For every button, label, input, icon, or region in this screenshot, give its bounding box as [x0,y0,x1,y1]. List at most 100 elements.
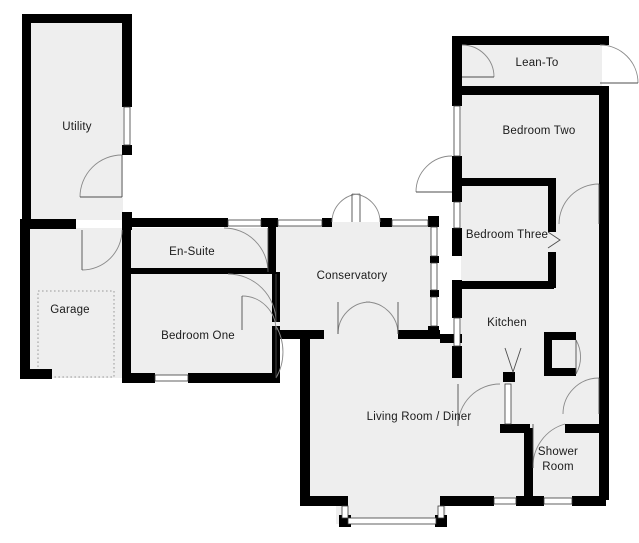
door-conservatory-north-left-arc [331,193,361,223]
room-fill-kitchen [461,280,606,378]
wall-shower-top [565,424,609,433]
room-fills [30,22,606,524]
windows [123,105,573,525]
wall-garage-bottom [20,369,52,379]
room-fill-living-room-ext [440,430,530,501]
wall-living-bottom-mid [440,496,494,506]
door-kitchen-notch [504,347,522,374]
door-ensuite-arc [223,227,269,273]
wall-kitchen-recess-left [544,332,552,376]
room-fill-bedroom-two [461,86,606,184]
wall-living-bottom-left [300,496,348,506]
wall-utility-right-lower [122,145,132,155]
window-conservatory-east-1 [430,226,438,257]
window-shower-south [543,497,573,505]
wall-ensuite-right [268,227,276,272]
wall-leanto-bottom [461,86,606,95]
wall-kitchen-bottom [503,372,515,382]
door-hallway-east-arc [562,377,600,415]
window-bedroom-three-west [453,201,461,229]
room-fill-bedroom-one [128,273,280,378]
window-bay-side-right [437,505,445,519]
room-labels: Utility Garage En-Suite Bedroom One Cons… [50,57,578,473]
door-bedroom-one-arc [227,273,277,323]
wall-conservatory-corner-ne [428,216,439,227]
door-bedroom-three-arc [558,183,600,225]
door-conservatory-west-arc [241,295,277,331]
window-living-south-1 [493,497,517,505]
wall-right-inner-west-e [452,346,462,378]
label-living-room: Living Room / Diner [367,411,472,423]
window-bay-front [347,517,437,525]
door-conservatory-north-right-arc [351,193,381,223]
door-hallway-living-arc [457,383,501,427]
wall-utility-top [22,14,132,23]
wall-right-inner-west-a [452,36,462,106]
wall-bed3-east-upper [548,178,556,232]
wall-living-bottom-right1 [516,496,544,506]
wall-shower-left [524,428,533,500]
door-leanto-west-arc [461,44,495,78]
label-kitchen: Kitchen [487,317,527,329]
door-leanto-east-arc [599,44,639,84]
wall-garage-top [20,219,76,229]
window-conservatory-east-3 [430,296,438,327]
wall-hallway-bottom-left [500,424,530,433]
wall-leanto-top [461,36,609,45]
window-bedroom-two-west [453,105,461,157]
wall-bedroom-one-bottom-left [122,373,155,383]
wall-right-inner-west-c [452,228,462,256]
door-conservatory-south-right-arc [365,301,399,335]
wall-living-left [300,334,310,506]
wall-utility-right-upper [122,14,132,107]
wall-right-outer-east [599,86,609,500]
wall-bedroom-one-bottom-right [188,373,280,383]
door-bedroom-two-arc [415,155,453,193]
room-fill-lean-to [461,38,602,86]
room-fill-garage [30,228,122,378]
wall-ensuite-top-pier [261,218,278,227]
wall-living-bottom-right2 [572,496,606,506]
window-kitchen-west [453,317,461,347]
wall-conservatory-bottom-right [398,330,440,339]
door-hall-utility-arc [81,229,123,271]
wall-ensuite-divider [128,268,273,274]
label-bedroom-two: Bedroom Two [503,125,576,137]
garage-dashed-outline [37,290,115,378]
wall-living-top-right [440,334,462,343]
window-ensuite-top [227,219,262,227]
wall-conservatory-top-left [322,218,332,227]
wall-ensuite-top [122,218,228,227]
wall-bed2-bed3-divider [461,178,554,186]
wall-kitchen-recess-top [544,332,576,340]
wall-conservatory-right-mid2 [430,290,439,297]
door-bedroom-three-notch [547,231,561,249]
door-bedroom-one-hall-arc [275,325,284,379]
label-shower-room-line1: Shower [538,446,578,458]
label-shower-room-line2: Room [542,461,573,473]
room-fill-hallway [461,378,606,430]
label-utility: Utility [62,121,92,133]
door-kitchen-cupboard-arc [575,339,582,375]
wall-right-inner-west-b [452,156,462,202]
walls [20,14,609,527]
room-fill-bedroom-three [461,184,606,280]
doors [79,44,639,469]
door-utility-arc [79,154,123,198]
window-conservatory-top-left [277,219,323,227]
wall-conservatory-top-right [380,218,392,227]
label-bedroom-three: Bedroom Three [466,229,548,241]
window-bay-side-left [341,505,349,519]
label-lean-to: Lean-To [516,57,559,69]
room-fill-conservatory [276,222,436,334]
window-bedroom-one-south [154,374,189,382]
wall-right-inner-west-d [452,280,462,318]
door-conservatory-south-left-arc [337,301,371,335]
window-conservatory-top-right [391,219,429,227]
window-conservatory-east-2 [430,262,438,291]
wall-utility-left [22,14,31,219]
room-fill-utility [30,22,123,220]
wall-conservatory-right-mid1 [430,256,439,263]
